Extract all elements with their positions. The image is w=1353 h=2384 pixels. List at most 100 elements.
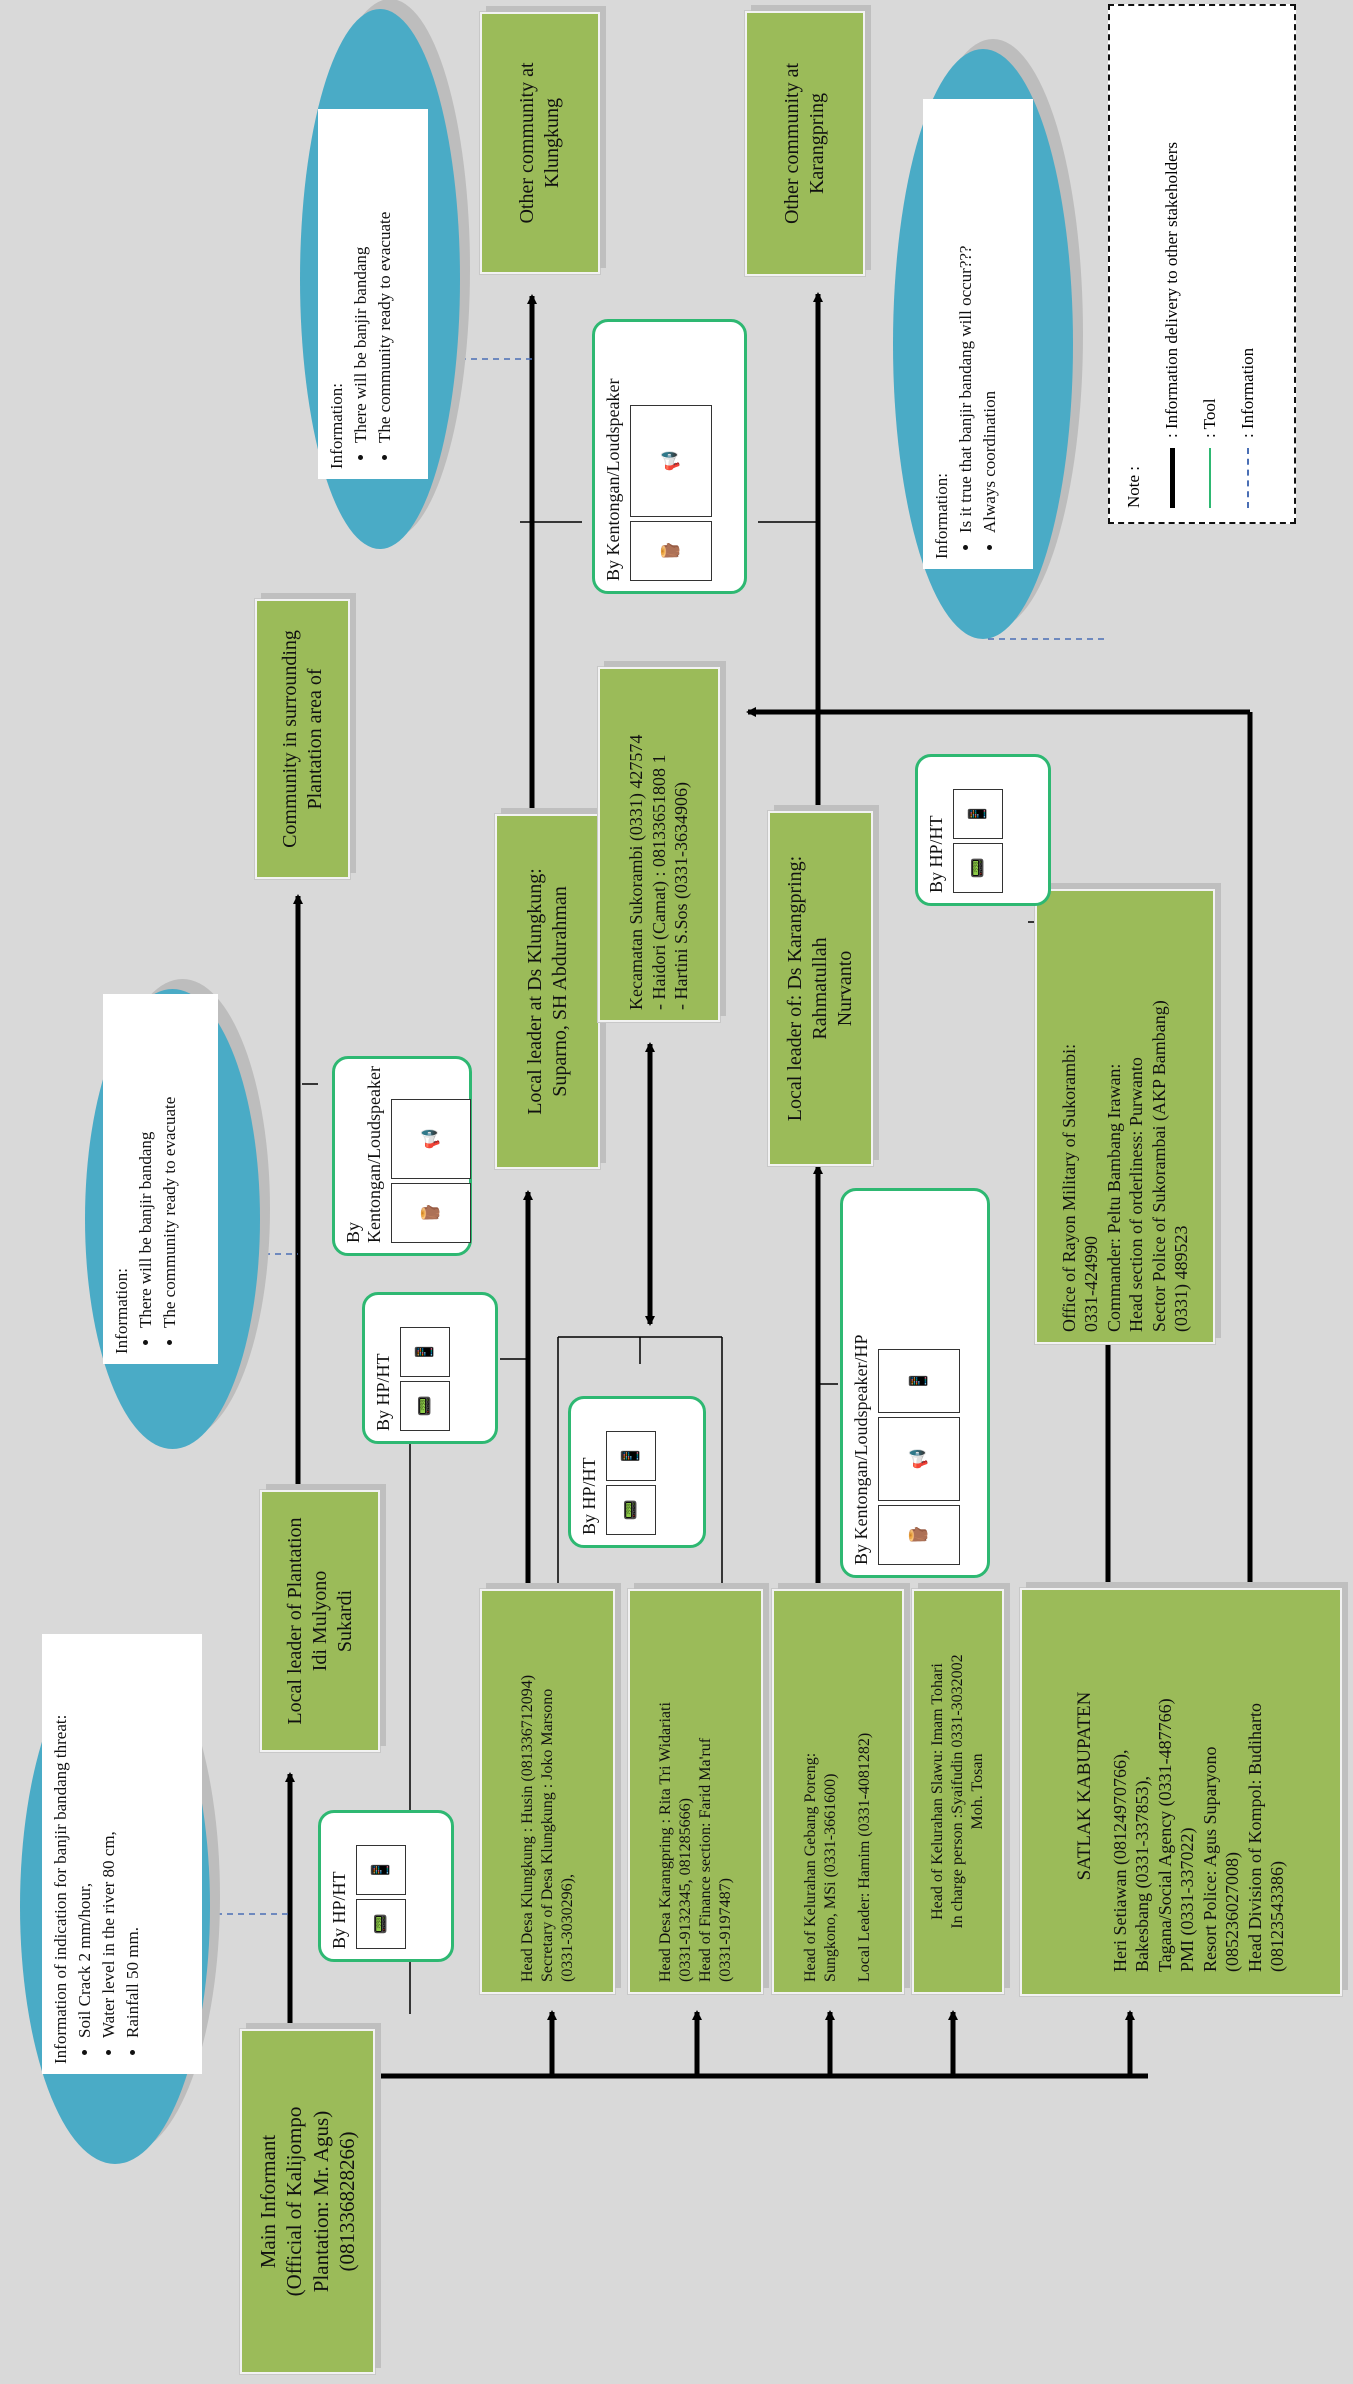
- local-leader-plantation-line: Local leader of Plantation: [283, 1517, 306, 1725]
- tool-hpht-label: By HP/HT: [373, 1353, 393, 1431]
- local-leader-karangpring-line: Rahmatullah: [809, 937, 831, 1040]
- rayon-military-box: Office of Rayon Military of Sukorambi: 0…: [1035, 889, 1215, 1344]
- head-kelurahan-slawu-line: In charge person :Syaifudin 0331-3032002: [949, 1654, 966, 1929]
- main-informant-line: Main Informant: [256, 2134, 280, 2269]
- tool-hpht-1: By HP/HT 📟📱: [318, 1810, 454, 1962]
- legend-label: : Information: [1238, 347, 1257, 438]
- legend-row: : Information: [1238, 20, 1258, 508]
- local-leader-plantation-box: Local leader of Plantation Idi Mulyono S…: [260, 1490, 380, 1752]
- kentongan-icon: 🪵: [630, 521, 712, 581]
- tool-hpht-label: By HP/HT: [329, 1871, 349, 1949]
- rayon-military-line: Sector Police of Sukorambai (AKP Bambang…: [1148, 1000, 1169, 1332]
- satlak-title: SATLAK KABUPATEN: [1074, 1691, 1096, 1881]
- head-kelurahan-slawu-line: Moh. Tosan: [969, 1753, 986, 1830]
- handy-talky-icon: 📟: [953, 843, 1003, 893]
- head-desa-klungkung-line: (0331-3030296),: [558, 1874, 576, 1982]
- tool-hpht-label: By HP/HT: [579, 1457, 599, 1535]
- tool-hpht-3: By HP/HT 📟📱: [568, 1396, 706, 1548]
- other-community-klungkung-box: Other community at Klungkung: [480, 12, 600, 274]
- satlak-line: PMI (0331-337022): [1177, 1827, 1198, 1973]
- handy-talky-icon: 📟: [606, 1485, 656, 1535]
- phone-icon: 📱: [356, 1845, 406, 1895]
- satlak-line: Head Division of Kompol: Budiharto: [1244, 1703, 1265, 1972]
- info-plantation-item: The community ready to evacuate: [159, 1004, 181, 1328]
- legend-label: : Information delivery to other stakehol…: [1162, 142, 1181, 438]
- local-leader-karangpring-line: Local leader of: Ds Karangpring:: [784, 855, 806, 1122]
- tool-kentongan-label: By Kentongan/Loudspeaker/HP: [851, 1334, 871, 1565]
- head-desa-klungkung-box: Head Desa Klungkung : Husin (08133671209…: [480, 1589, 615, 1994]
- tool-kentongan-2: By Kentongan/Loudspeaker 🪵📢: [592, 319, 747, 594]
- head-kelurahan-slawu-box: Head of Kelurahan Slawu: Imam Tohari In …: [912, 1589, 1004, 1994]
- info-klungkung-title: Information:: [327, 383, 346, 469]
- info-klungkung-callout: Information: There will be banjir bandan…: [300, 0, 470, 549]
- head-desa-karangpring-line: (0331-9132345, 081285666): [676, 1798, 694, 1982]
- info-indication-callout: Information of indication for banjir ban…: [20, 1634, 220, 2164]
- head-kelurahan-gebang-line: Head of Kelurahan Gebang Poreng:: [802, 1752, 819, 1982]
- info-plantation-callout: Information: There will be banjir bandan…: [85, 979, 270, 1449]
- legend-solid-line: [1169, 448, 1175, 508]
- rayon-military-line: Head section of orderliness: Purwanto: [1126, 1057, 1146, 1332]
- satlak-box: SATLAK KABUPATEN Heri Setiawan (08124970…: [1020, 1588, 1342, 1996]
- kecamatan-line: Kecamatan Sukorambi (0331) 427574: [626, 734, 647, 1010]
- loudspeaker-icon: 📢: [878, 1417, 960, 1501]
- info-klungkung-item: There will be banjir bandang: [350, 119, 372, 443]
- main-informant-box: Main Informant (Official of Kalijompo Pl…: [240, 2029, 375, 2374]
- kecamatan-box: Kecamatan Sukorambi (0331) 427574 - Haid…: [598, 667, 720, 1022]
- info-indication-item: Soil Crack 2 mm/hour,: [74, 1644, 96, 2038]
- head-kelurahan-gebang-box: Head of Kelurahan Gebang Poreng: Sungkon…: [772, 1589, 904, 1994]
- legend-row: : Tool: [1200, 20, 1220, 508]
- head-desa-karangpring-line: (0331-9197487): [716, 1878, 734, 1982]
- local-leader-plantation-line: Idi Mulyono: [308, 1570, 331, 1672]
- legend-label: : Tool: [1200, 398, 1219, 438]
- main-informant-line: Plantation: Mr. Agus): [308, 2110, 333, 2293]
- head-kelurahan-gebang-line: Local Leader: Hamim (0331-4081282): [856, 1732, 873, 1982]
- note-legend: Note : : Information delivery to other s…: [1108, 4, 1296, 524]
- rayon-military-line: (0331) 489523: [1171, 1225, 1191, 1333]
- satlak-line: Tagana/Social Agency (0331-487766): [1154, 1698, 1175, 1972]
- rayon-military-line: Office of Rayon Military of Sukorambi:: [1058, 1043, 1079, 1332]
- loudspeaker-icon: 📢: [630, 405, 712, 517]
- head-kelurahan-gebang-line: Sungkono, MSi (0331-3661600): [822, 1773, 839, 1982]
- community-plantation-box: Community in surrounding Plantation area…: [255, 599, 350, 879]
- kentongan-icon: 🪵: [391, 1183, 471, 1243]
- satlak-line: Heri Setiawan (08124970766),: [1109, 1749, 1130, 1972]
- rayon-military-line: Commander: Peltu Bambang Irawan:: [1103, 1063, 1124, 1332]
- rayon-military-line: 0331-424990: [1081, 1236, 1101, 1332]
- info-plantation-item: There will be banjir bandang: [135, 1004, 157, 1328]
- phone-icon: 📱: [400, 1327, 450, 1377]
- other-community-klungkung-line: Other community at: [516, 62, 538, 224]
- info-question-title: Information:: [932, 473, 951, 559]
- info-question-item: Is it true that banjir bandang will occu…: [955, 109, 977, 533]
- info-indication-title: Information of indication for banjir ban…: [51, 1714, 70, 2064]
- local-leader-klungkung-line: Local leader at Ds Klungkung:: [523, 868, 546, 1115]
- other-community-karangpring-line: Karangpring: [806, 92, 828, 195]
- note-title: Note :: [1124, 465, 1143, 508]
- main-informant-line: (081336828266): [334, 2131, 359, 2272]
- local-leader-karangpring-box: Local leader of: Ds Karangpring: Rahmatu…: [768, 811, 873, 1166]
- tool-kentongan-1: By Kentongan/Loudspeaker 🪵📢: [332, 1056, 472, 1256]
- info-question-item: Always coordination: [979, 109, 1001, 533]
- legend-dashed-line: [1247, 448, 1249, 508]
- satlak-line: (08123543386): [1267, 1861, 1288, 1972]
- tool-kentongan-3: By Kentongan/Loudspeaker/HP 🪵📢📱: [840, 1188, 990, 1578]
- kecamatan-line: - Hartini S.Sos (0331-3634906): [671, 782, 692, 1010]
- local-leader-karangpring-line: Nurvanto: [834, 950, 856, 1027]
- tool-kentongan-label: By Kentongan/Loudspeaker: [343, 1066, 384, 1243]
- tool-connectors: [302, 521, 1048, 2014]
- satlak-line: Bakesbang (0331-337853),: [1132, 1776, 1153, 1972]
- other-community-klungkung-line: Klungkung: [541, 98, 563, 188]
- local-leader-klungkung-line: Suparno, SH Abdurahman: [548, 886, 571, 1097]
- head-desa-klungkung-line: Secretary of Desa Klungkung : Joko Marso…: [538, 1688, 556, 1982]
- info-question-callout: Information: Is it true that banjir band…: [893, 34, 1088, 639]
- phone-icon: 📱: [953, 789, 1003, 839]
- main-informant-line: (Official of Kalijompo: [282, 2106, 307, 2297]
- satlak-line: Resort Police: Agus Suparyono: [1199, 1746, 1220, 1973]
- other-community-karangpring-box: Other community at Karangpring: [745, 11, 865, 276]
- community-plantation-line: Community in surrounding: [278, 630, 301, 848]
- tool-hpht-2: By HP/HT 📟📱: [362, 1292, 498, 1444]
- legend-row: : Information delivery to other stakehol…: [1162, 20, 1182, 508]
- info-klungkung-item: The community ready to evacuate: [374, 119, 396, 443]
- tool-hpht-label: By HP/HT: [926, 815, 946, 893]
- info-indication-item: Rainfall 50 mm.: [122, 1644, 144, 2038]
